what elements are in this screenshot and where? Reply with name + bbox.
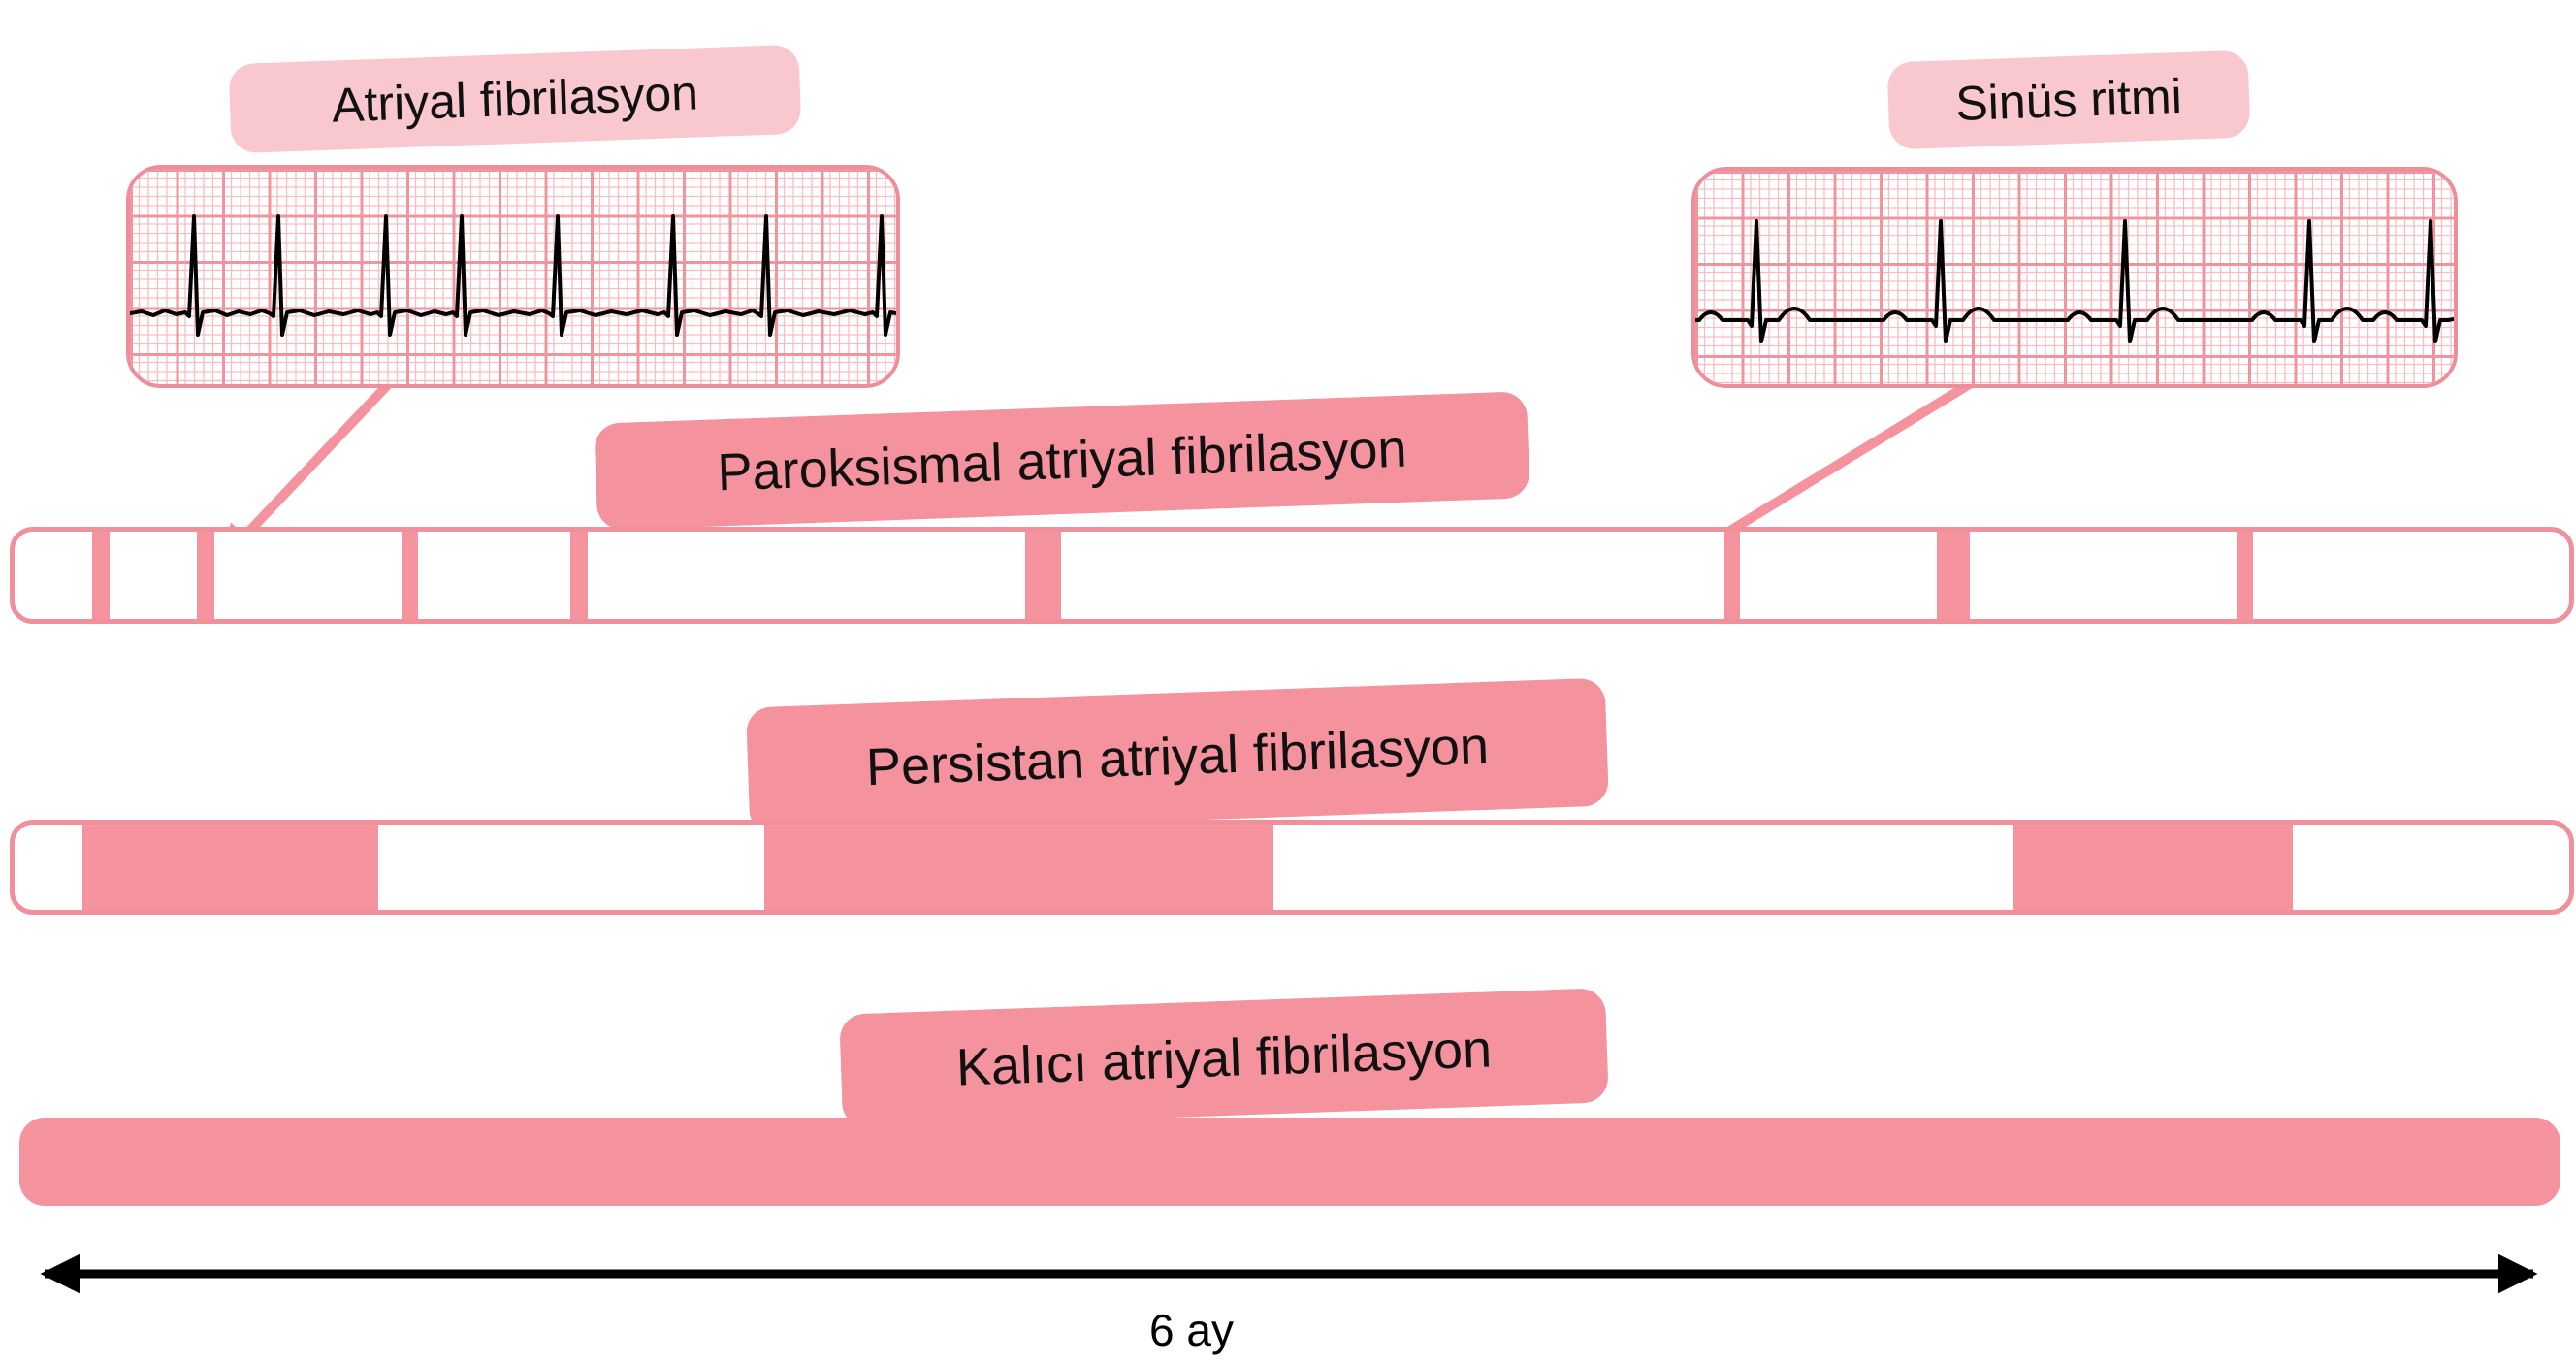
ecg-af-svg bbox=[130, 169, 896, 384]
sinus-label-text: Sinüs ritmi bbox=[1954, 68, 2183, 132]
af-episode-segment bbox=[197, 532, 214, 619]
af-episode-segment bbox=[82, 825, 378, 910]
time-axis-label: 6 ay bbox=[1149, 1305, 1234, 1355]
af-episode-segment bbox=[1025, 532, 1061, 619]
ecg-grid bbox=[130, 169, 896, 384]
timeline-bar-paroxysmal bbox=[10, 527, 2574, 624]
af-episode-segment bbox=[402, 532, 418, 619]
af-episode-segment bbox=[2237, 532, 2253, 619]
permanent-label-bubble: Kalıcı atriyal fibrilasyon bbox=[839, 988, 1609, 1129]
timeline-bar-persistent bbox=[10, 820, 2574, 915]
ecg-trace-sinus bbox=[1695, 219, 2454, 343]
ecg-trace-af bbox=[130, 214, 896, 337]
persistent-label-bubble: Persistan atriyal fibrilasyon bbox=[745, 677, 1610, 836]
paroxysmal-label-bubble: Paroksismal atriyal fibrilasyon bbox=[594, 391, 1530, 531]
paroxysmal-label-text: Paroksismal atriyal fibrilasyon bbox=[716, 419, 1408, 503]
persistent-label-text: Persistan atriyal fibrilasyon bbox=[865, 716, 1490, 797]
permanent-label-text: Kalıcı atriyal fibrilasyon bbox=[955, 1020, 1493, 1097]
ecg-sinus-svg bbox=[1695, 171, 2454, 384]
ecg-grid bbox=[1695, 171, 2454, 384]
af-episode-segment bbox=[2013, 825, 2293, 910]
ecg-strip-sinus bbox=[1691, 167, 2458, 388]
timeline-bar-permanent bbox=[19, 1118, 2560, 1206]
af-episode-segment bbox=[1937, 532, 1970, 619]
af-episode-segment bbox=[92, 532, 110, 619]
af-label-text: Atriyal fibrilasyon bbox=[331, 65, 699, 133]
ecg-strip-af bbox=[126, 165, 900, 388]
sinus-label-bubble: Sinüs ritmi bbox=[1886, 49, 2251, 150]
af-episode-segment bbox=[570, 532, 588, 619]
af-label-bubble: Atriyal fibrilasyon bbox=[228, 44, 802, 154]
af-episode-segment bbox=[1724, 532, 1740, 619]
af-episode-segment bbox=[764, 825, 1273, 910]
